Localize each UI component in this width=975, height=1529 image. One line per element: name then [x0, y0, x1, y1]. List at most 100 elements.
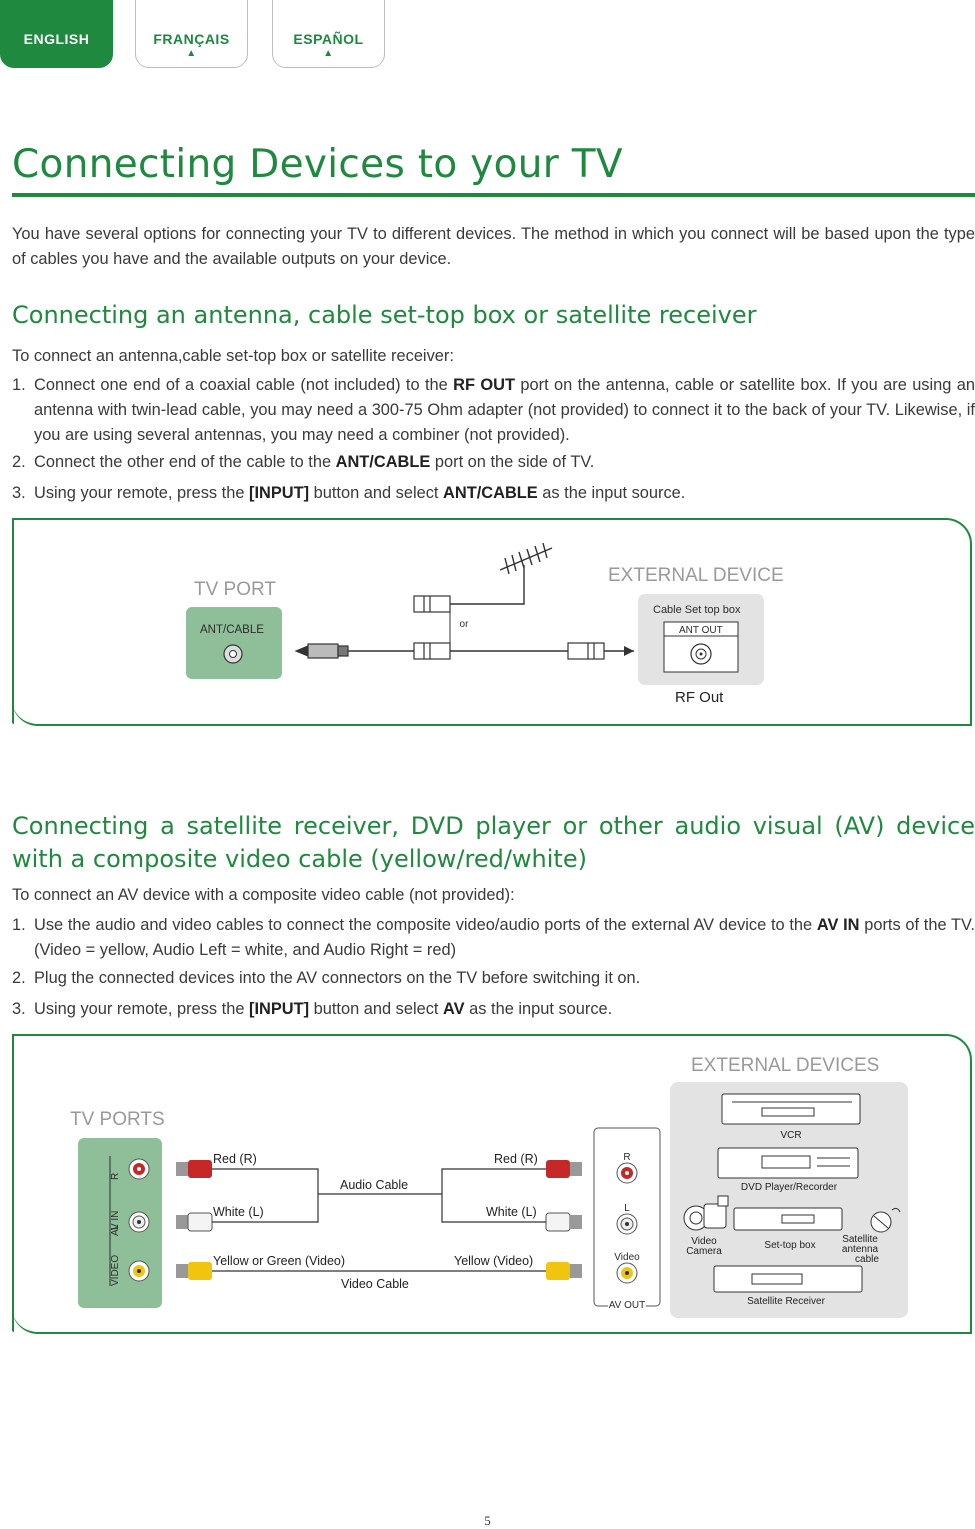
step-text: Plug the connected devices into the AV c… [34, 969, 641, 987]
section1-step-1: 1. Connect one end of a coaxial cable (n… [12, 373, 975, 448]
coax-port-icon [690, 643, 712, 665]
tab-spanish-label: ESPAÑOL [293, 31, 364, 47]
sat-cable-label-3: cable [855, 1254, 879, 1265]
language-tabs: ENGLISH FRANÇAIS▲ ESPAÑOL▲ [0, 0, 400, 70]
step-number: 1. [12, 376, 26, 394]
audio-cable-label: Audio Cable [340, 1178, 408, 1192]
out-l-label: L [624, 1203, 630, 1214]
step-text: as the input source. [537, 484, 686, 502]
up-arrow-icon: ▲ [323, 48, 334, 59]
tab-spanish[interactable]: ESPAÑOL▲ [272, 0, 385, 68]
up-arrow-icon: ▲ [186, 48, 197, 59]
step-text: Connect the other end of the cable to th… [34, 453, 336, 471]
white-plug-right-icon [545, 1212, 582, 1232]
step-number: 3. [12, 484, 26, 502]
ant-cable-port-label: ANT/CABLE [200, 624, 264, 636]
video-cable-label: Video Cable [341, 1277, 409, 1291]
coax-plug-icon [567, 642, 605, 660]
video-port-label: VIDEO [110, 1255, 121, 1286]
page-title: Connecting Devices to your TV [12, 142, 623, 187]
step-text: Using your remote, press the [34, 484, 249, 502]
out-video-label: Video [614, 1252, 640, 1263]
av-in-label: AV IN [110, 1211, 121, 1236]
dvd-player-icon [717, 1147, 859, 1179]
antenna-cable [442, 565, 525, 605]
f-connector-icon [294, 643, 349, 659]
av-diagram-svg: TV PORTS R L AV IN VIDEO Red (R) Red (R)… [70, 1055, 908, 1318]
step-number: 2. [12, 969, 26, 987]
set-top-box-label: Set-top box [764, 1240, 815, 1251]
ant-out-label: ANT OUT [679, 625, 723, 636]
arrow-icon [624, 646, 634, 656]
section1-lead: To connect an antenna,cable set-top box … [12, 347, 454, 365]
yellow-right-label: Yellow (Video) [454, 1254, 533, 1268]
step-bold: ANT/CABLE [443, 484, 538, 502]
yellow-left-label: Yellow or Green (Video) [213, 1254, 345, 1268]
cable-box-label: Cable Set top box [653, 604, 741, 616]
av-connection-diagram: TV PORTS R L AV IN VIDEO Red (R) Red (R)… [12, 1034, 972, 1334]
red-jack-icon [616, 1162, 638, 1184]
section2-step-1: 1. Use the audio and video cables to con… [12, 913, 975, 963]
dvd-label: DVD Player/Recorder [741, 1182, 838, 1193]
sat-cable-label-2: antenna [842, 1244, 879, 1255]
set-top-box-icon [733, 1207, 843, 1231]
sat-receiver-label: Satellite Receiver [747, 1296, 825, 1307]
step-bold: ANT/CABLE [335, 453, 431, 471]
white-plug-left-icon [176, 1212, 213, 1232]
white-right-label: White (L) [486, 1205, 537, 1219]
port-r-label: R [110, 1173, 121, 1180]
port-l-label: L [110, 1224, 121, 1230]
satellite-dish-icon [870, 1207, 901, 1233]
step-text: port on the antenna, cable or satellite … [34, 376, 975, 444]
audio-cable-lines [212, 1168, 546, 1223]
step-text: Use the audio and video cables to connec… [34, 916, 817, 934]
step-bold: AV [443, 1000, 465, 1018]
video-camera-label-1: Video [691, 1236, 717, 1247]
step-text: button and select [309, 1000, 444, 1018]
out-r-label: R [623, 1152, 630, 1163]
coax-plug-icon [413, 595, 451, 613]
rf-out-label: RF Out [675, 689, 724, 706]
tab-french-label: FRANÇAIS [153, 31, 230, 47]
vcr-icon [721, 1093, 861, 1125]
tv-port-panel [186, 607, 282, 679]
step-number: 2. [12, 453, 26, 471]
video-camera-label-2: Camera [686, 1246, 722, 1257]
page-number: 5 [484, 1513, 491, 1528]
step-number: 3. [12, 1000, 26, 1018]
tab-english-label: ENGLISH [23, 31, 90, 47]
red-plug-left-icon [176, 1160, 212, 1178]
av-out-label-bg [608, 1298, 646, 1310]
yellow-plug-right-icon [546, 1262, 582, 1280]
step-bold: RF OUT [453, 376, 515, 394]
red-right-label: Red (R) [494, 1152, 538, 1166]
av-out-label: AV OUT [609, 1300, 645, 1311]
red-plug-right-icon [546, 1160, 582, 1178]
yellow-plug-left-icon [176, 1262, 212, 1280]
title-rule [12, 193, 975, 197]
white-left-label: White (L) [213, 1205, 264, 1219]
section2-step-3: 3. Using your remote, press the [INPUT] … [12, 997, 975, 1022]
yellow-jack-icon [128, 1260, 150, 1282]
yellow-jack-icon [616, 1262, 638, 1284]
or-label: or [460, 619, 470, 630]
step-text: Connect one end of a coaxial cable (not … [34, 376, 454, 394]
tab-english[interactable]: ENGLISH [0, 0, 113, 68]
sat-cable-label-1: Satellite [842, 1234, 878, 1245]
coax-port-icon [223, 644, 243, 664]
section2-heading: Connecting a satellite receiver, DVD pla… [12, 812, 975, 873]
vcr-label: VCR [780, 1130, 801, 1141]
step-text: Using your remote, press the [34, 1000, 249, 1018]
intro-paragraph: You have several options for connecting … [12, 225, 975, 268]
tv-ports-label: TV PORTS [70, 1109, 165, 1130]
section1-step-3: 3. Using your remote, press the [INPUT] … [12, 481, 975, 506]
antenna-connection-diagram: TV PORT ANT/CABLE or [12, 518, 972, 726]
step-text: button and select [309, 484, 444, 502]
white-jack-icon [616, 1213, 638, 1235]
section1-heading: Connecting an antenna, cable set-top box… [12, 301, 757, 329]
tab-french[interactable]: FRANÇAIS▲ [135, 0, 248, 68]
antenna-diagram-svg: TV PORT ANT/CABLE or [186, 542, 784, 706]
antenna-icon [499, 542, 553, 575]
red-jack-icon [128, 1158, 150, 1180]
section1-step-2: 2. Connect the other end of the cable to… [12, 450, 975, 475]
